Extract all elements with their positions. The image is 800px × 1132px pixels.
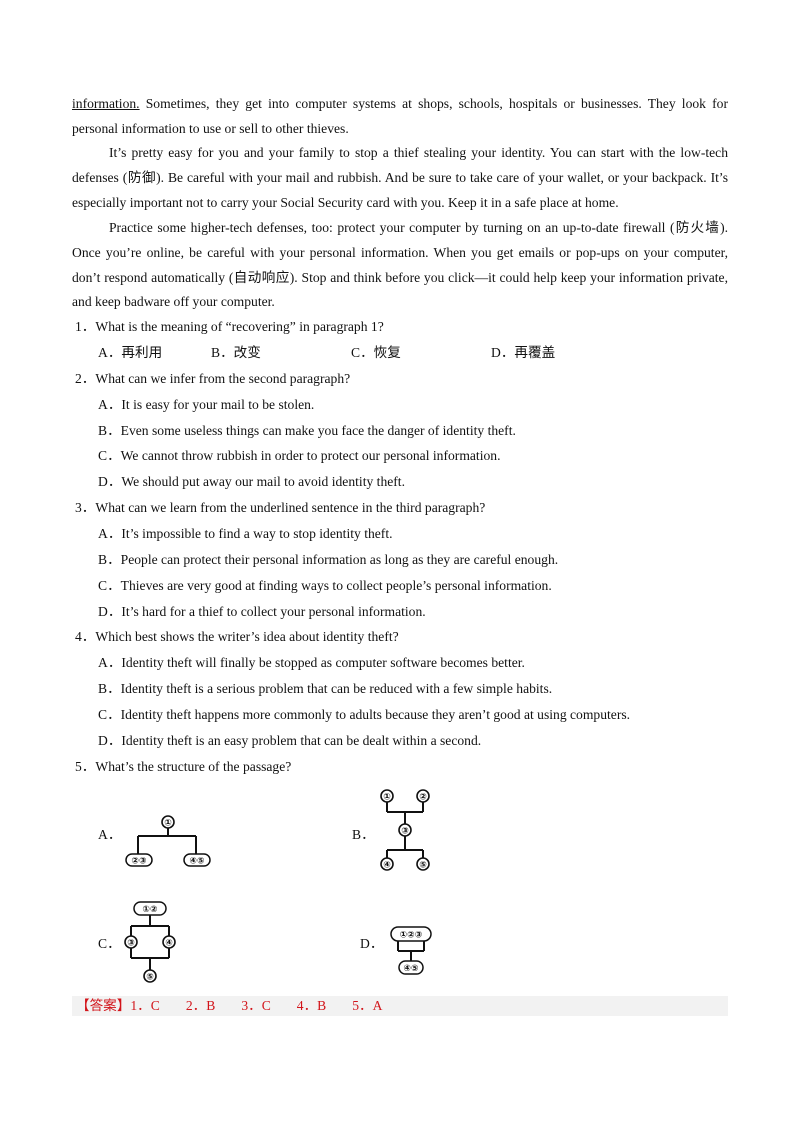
diagram-b-node-top-right: ② xyxy=(419,793,427,803)
question-5-option-a[interactable]: A． xyxy=(98,827,122,842)
answer-item-1: 1．C xyxy=(130,998,160,1013)
diagram-c-node-right: ④ xyxy=(165,939,173,949)
question-2-stem: 2．What can we infer from the second para… xyxy=(75,371,351,386)
diagram-a-node-left: ②③ xyxy=(131,857,146,867)
diagram-a-node-right: ④⑤ xyxy=(189,857,204,867)
question-3-option-b[interactable]: B．People can protect their personal info… xyxy=(98,552,559,567)
answer-bar xyxy=(72,996,728,1016)
answer-item-5: 5．A xyxy=(352,998,383,1013)
question-1-option-c[interactable]: C．恢复 xyxy=(351,345,401,360)
diagram-b-node-top-left: ① xyxy=(383,793,391,803)
answer-item-2: 2．B xyxy=(185,998,216,1013)
question-4-option-c[interactable]: C．Identity theft happens more commonly t… xyxy=(98,707,631,722)
answer-item-4: 4．B xyxy=(296,998,327,1013)
diagram-c-node-top: ①② xyxy=(142,905,157,915)
diagram-c-node-bottom: ⑤ xyxy=(146,973,154,983)
diagram-b-node-middle: ③ xyxy=(401,827,409,837)
question-2-option-a[interactable]: A．It is easy for your mail to be stolen. xyxy=(98,397,315,412)
question-1-option-a[interactable]: A．再利用 xyxy=(98,345,163,360)
question-4-stem: 4．Which best shows the writer’s idea abo… xyxy=(75,629,399,644)
answer-tag: 【答案】 xyxy=(76,998,131,1013)
structure-diagram-c: ①② ③ ④ ⑤ xyxy=(124,901,176,983)
structure-diagram-d: ①②③ ④⑤ xyxy=(390,926,432,975)
paragraph-text: Sometimes, they get into computer system… xyxy=(72,96,728,136)
question-2-option-d[interactable]: D．We should put away our mail to avoid i… xyxy=(98,474,405,489)
question-1-option-b[interactable]: B．改变 xyxy=(211,345,261,360)
answer-item-3: 3．C xyxy=(241,998,271,1013)
diagram-a-node-top: ① xyxy=(164,819,172,829)
question-1-option-d[interactable]: D．再覆盖 xyxy=(491,345,556,360)
question-5-option-b[interactable]: B． xyxy=(352,827,375,842)
passage-paragraph-1: information. Sometimes, they get into co… xyxy=(72,92,728,142)
structure-diagram-b: ① ② ③ ④ ⑤ xyxy=(380,789,430,871)
question-3-stem: 3．What can we learn from the underlined … xyxy=(75,500,486,515)
question-3-option-a[interactable]: A．It’s impossible to find a way to stop … xyxy=(98,526,393,541)
question-3-option-c[interactable]: C．Thieves are very good at finding ways … xyxy=(98,578,552,593)
question-2-option-b[interactable]: B．Even some useless things can make you … xyxy=(98,423,516,438)
question-5-option-d[interactable]: D． xyxy=(360,936,384,951)
question-1-stem: 1．What is the meaning of “recovering” in… xyxy=(75,319,384,334)
passage-paragraph-3: Practice some higher-tech defenses, too:… xyxy=(72,220,728,310)
passage-paragraph-2: It’s pretty easy for you and your family… xyxy=(72,145,728,210)
question-1-options: A．再利用 B．改变 C．恢复 D．再覆盖 xyxy=(98,343,698,363)
diagram-c-node-left: ③ xyxy=(127,939,135,949)
diagram-b-node-bottom-right: ⑤ xyxy=(419,861,427,871)
question-4-option-a[interactable]: A．Identity theft will finally be stopped… xyxy=(98,655,525,670)
question-4-option-b[interactable]: B．Identity theft is a serious problem th… xyxy=(98,681,553,696)
question-5-stem: 5．What’s the structure of the passage? xyxy=(75,759,292,774)
question-4-option-d[interactable]: D．Identity theft is an easy problem that… xyxy=(98,733,482,748)
structure-diagram-a: ① ②③ ④⑤ xyxy=(125,815,211,867)
diagram-b-node-bottom-left: ④ xyxy=(383,861,391,871)
underlined-text: information. xyxy=(72,96,140,111)
question-3-option-d[interactable]: D．It’s hard for a thief to collect your … xyxy=(98,604,426,619)
answer-line: 【答案】1．C 2．B 3．C 4．B 5．A xyxy=(76,996,382,1016)
diagram-d-node-bottom: ④⑤ xyxy=(403,964,418,974)
question-2-option-c[interactable]: C．We cannot throw rubbish in order to pr… xyxy=(98,448,501,463)
diagram-d-node-top: ①②③ xyxy=(400,931,423,941)
question-5-option-c[interactable]: C． xyxy=(98,936,121,951)
